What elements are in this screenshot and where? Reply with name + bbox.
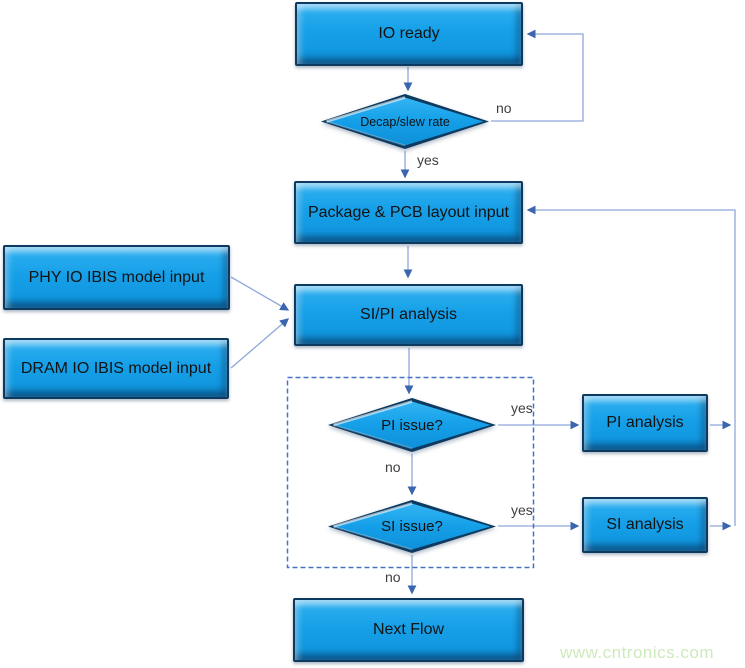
node-sipi-analysis: SI/PI analysis — [294, 284, 523, 346]
node-phy-io-ibis-model-input: PHY IO IBIS model input — [3, 245, 230, 310]
decision-label: PI issue? — [381, 416, 443, 434]
analysis-loop-dashed-boundary — [286, 376, 535, 569]
node-label: IO ready — [378, 25, 440, 42]
node-dram-io-ibis-model-input: DRAM IO IBIS model input — [3, 338, 229, 399]
edge-label-pi-yes: yes — [511, 400, 533, 416]
node-package-pcb-layout-input: Package & PCB layout input — [294, 181, 523, 244]
node-label: PI analysis — [606, 414, 684, 431]
diamond-shape — [328, 500, 496, 553]
edge-feedback-to-package — [526, 205, 736, 526]
edge-decap-no-loop-to-io-ready — [491, 29, 584, 122]
watermark-text: www.cntronics.com — [560, 643, 714, 662]
decision-si-issue: SI issue? — [327, 499, 497, 554]
edge-label-si-no: no — [385, 569, 401, 585]
edge-label-pi-no: no — [385, 459, 401, 475]
decision-label: SI issue? — [381, 518, 443, 535]
node-si-analysis: SI analysis — [582, 497, 708, 553]
node-next-flow: Next Flow — [293, 598, 524, 662]
node-label: PHY IO IBIS model input — [28, 268, 205, 286]
decision-pi-issue: PI issue? — [327, 397, 497, 453]
diamond-shape — [328, 398, 496, 452]
edge-label-decap-no: no — [496, 100, 512, 116]
decision-label: Decap/slew rate — [360, 114, 450, 129]
decision-decap-slew-rate: Decap/slew rate — [320, 93, 490, 150]
node-pi-analysis: PI analysis — [582, 394, 708, 452]
edge-phy-to-sipi — [230, 276, 290, 311]
edge-label-decap-yes: yes — [417, 152, 439, 168]
node-label: Next Flow — [372, 621, 445, 638]
edge-dram-to-sipi — [230, 318, 290, 369]
node-label: DRAM IO IBIS model input — [20, 359, 212, 377]
diamond-shape — [321, 94, 489, 149]
node-label: SI/PI analysis — [360, 306, 457, 323]
node-label: SI analysis — [606, 516, 684, 533]
node-io-ready: IO ready — [295, 2, 523, 66]
node-label: Package & PCB layout input — [307, 203, 509, 221]
edge-label-si-yes: yes — [511, 502, 533, 518]
